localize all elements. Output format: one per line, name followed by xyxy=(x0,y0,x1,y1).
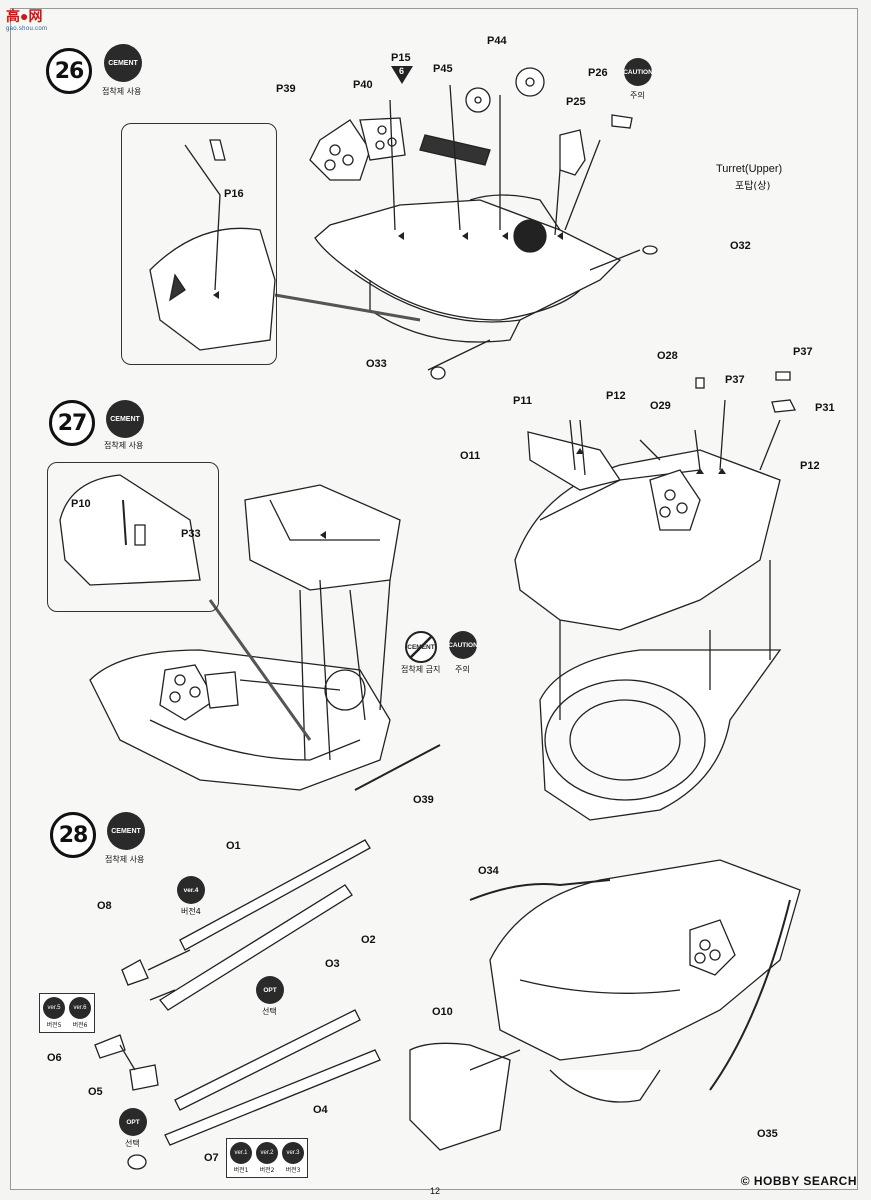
ver2-caption: 버전2 xyxy=(259,1167,275,1174)
part-label-o7: O7 xyxy=(204,1152,219,1164)
step27-detail-inset xyxy=(47,462,219,612)
step27-number: 27 xyxy=(49,400,95,446)
step26-detail-inset xyxy=(121,123,277,365)
logo-mark: 高●网 xyxy=(6,8,43,24)
step27-cement-badge: CEMENT xyxy=(106,400,144,438)
part-label-p12-left: P12 xyxy=(606,390,626,402)
ver3-caption: 버전3 xyxy=(285,1167,301,1174)
part-label-o28: O28 xyxy=(657,350,678,362)
part-label-o34: O34 xyxy=(478,865,499,877)
part-label-p11: P11 xyxy=(513,395,532,407)
ver3-cell: ver.3 버전3 xyxy=(282,1142,304,1174)
part-label-o32: O32 xyxy=(730,240,751,252)
ver1-badge: ver.1 xyxy=(230,1142,252,1164)
part-label-p39: P39 xyxy=(276,83,296,95)
part-label-p37-left: P37 xyxy=(725,374,745,386)
step26-cement-badge: CEMENT xyxy=(104,44,142,82)
part-label-o2: O2 xyxy=(361,934,376,946)
turret-upper-label-kr: 포탑(상) xyxy=(735,181,771,192)
part-label-p37-right: P37 xyxy=(793,346,813,358)
part-label-p15: P15 xyxy=(391,52,411,64)
step26-caution-caption: 주의 xyxy=(630,91,645,100)
step27-caution-badge: CAUTION xyxy=(448,631,478,659)
step26-cement-caption: 접착제 사용 xyxy=(102,87,142,96)
ver4-badge: ver.4 xyxy=(177,876,205,904)
part-label-o39: O39 xyxy=(413,794,434,806)
p15-step-ref: 6 xyxy=(399,66,405,76)
step27-no-cement-caption: 접착제 금지 xyxy=(401,665,441,674)
ver3-badge: ver.3 xyxy=(282,1142,304,1164)
step26-caution-badge: CAUTION xyxy=(623,58,653,86)
no-cement-slash xyxy=(409,635,433,659)
ver4-caption: 버전4 xyxy=(181,907,201,916)
step28-cement-badge: CEMENT xyxy=(107,812,145,850)
part-label-o4: O4 xyxy=(313,1104,328,1116)
part-label-o6: O6 xyxy=(47,1052,62,1064)
ver2-cell: ver.2 버전2 xyxy=(256,1142,278,1174)
ver6-caption: 버전6 xyxy=(72,1022,88,1029)
step27-caution-caption: 주의 xyxy=(455,665,470,674)
part-label-p25: P25 xyxy=(566,96,586,108)
ver5-badge: ver.5 xyxy=(43,997,65,1019)
part-label-p10: P10 xyxy=(71,498,91,510)
part-label-o5: O5 xyxy=(88,1086,103,1098)
opt-caption-upper: 선택 xyxy=(262,1007,277,1016)
watermark: © HOBBY SEARCH xyxy=(740,1174,857,1188)
site-logo: 高●网 gao.shou.com xyxy=(6,6,47,32)
part-label-p33: P33 xyxy=(181,528,201,540)
ver5-ver6-box: ver.5 버전5 ver.6 버전6 xyxy=(39,993,95,1033)
ver5-cell: ver.5 버전5 xyxy=(43,997,65,1029)
p15-step-triangle xyxy=(391,66,413,84)
step28-cement-caption: 접착제 사용 xyxy=(105,855,145,864)
opt-badge-upper: OPT xyxy=(256,976,284,1004)
part-label-p45: P45 xyxy=(433,63,453,75)
part-label-o33: O33 xyxy=(366,358,387,370)
ver1-cell: ver.1 버전1 xyxy=(230,1142,252,1174)
ver2-badge: ver.2 xyxy=(256,1142,278,1164)
part-label-o35: O35 xyxy=(757,1128,778,1140)
part-label-p44: P44 xyxy=(487,35,507,47)
step28-number: 28 xyxy=(50,812,96,858)
part-label-o3: O3 xyxy=(325,958,340,970)
part-label-p12-right: P12 xyxy=(800,460,820,472)
part-label-o8: O8 xyxy=(97,900,112,912)
part-label-o10: O10 xyxy=(432,1006,453,1018)
ver1-ver3-box: ver.1 버전1 ver.2 버전2 ver.3 버전3 xyxy=(226,1138,308,1178)
part-label-o11: O11 xyxy=(460,450,481,462)
part-label-o29: O29 xyxy=(650,400,671,412)
logo-url: gao.shou.com xyxy=(6,26,48,32)
turret-upper-label: Turret(Upper) xyxy=(716,163,783,175)
opt-badge-lower: OPT xyxy=(119,1108,147,1136)
page-number: 12 xyxy=(430,1186,441,1196)
part-label-p16: P16 xyxy=(224,188,244,200)
step27-cement-caption: 접착제 사용 xyxy=(104,441,144,450)
part-label-o1: O1 xyxy=(226,840,241,852)
ver1-caption: 버전1 xyxy=(233,1167,249,1174)
opt-caption-lower: 선택 xyxy=(125,1139,140,1148)
step26-number: 26 xyxy=(46,48,92,94)
ver5-caption: 버전5 xyxy=(46,1022,62,1029)
ver6-cell: ver.6 버전6 xyxy=(69,997,91,1029)
part-label-p40: P40 xyxy=(353,79,373,91)
ver6-badge: ver.6 xyxy=(69,997,91,1019)
part-label-p31: P31 xyxy=(815,402,835,414)
part-label-p26: P26 xyxy=(588,67,608,79)
